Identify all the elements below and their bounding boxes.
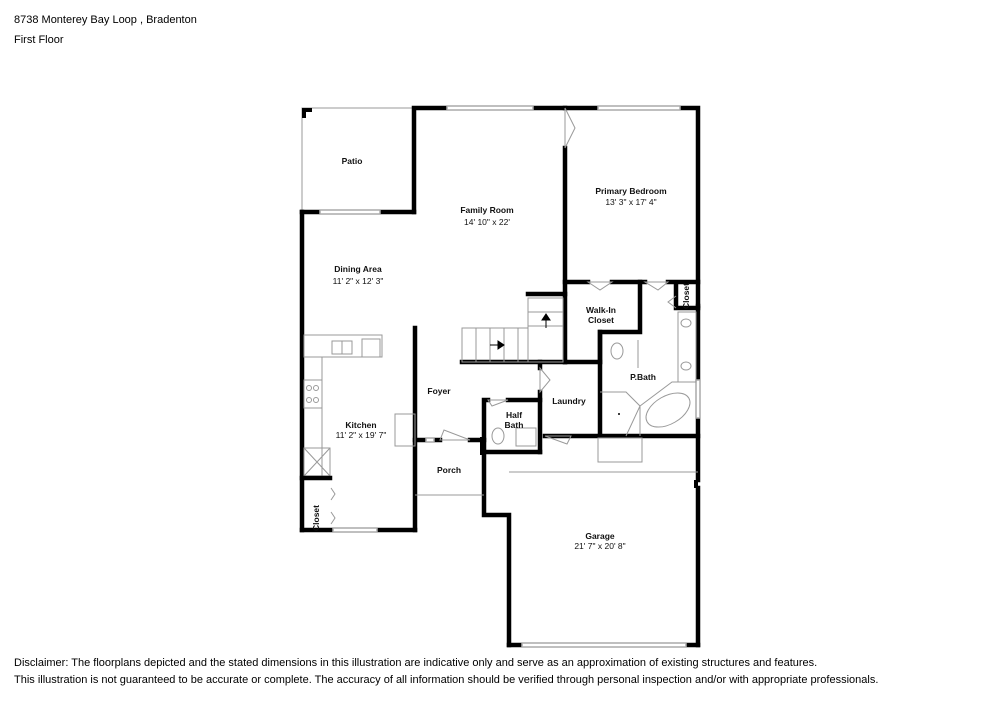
thin-outlines xyxy=(415,471,698,496)
dims-dining-area: 11' 2" x 12' 3" xyxy=(333,276,384,286)
label-p-bath: P.Bath xyxy=(630,372,656,382)
disclaimer-line-1: Disclaimer: The floorplans depicted and … xyxy=(14,657,818,669)
dims-kitchen: 11' 2" x 19' 7" xyxy=(336,430,387,440)
stairs xyxy=(461,297,564,363)
label-foyer: Foyer xyxy=(427,386,451,396)
label-patio: Patio xyxy=(342,156,363,166)
property-address: 8738 Monterey Bay Loop , Bradenton xyxy=(14,14,197,26)
label-kitchen-closet: Closet xyxy=(311,505,321,531)
label-laundry: Laundry xyxy=(552,396,586,406)
label-half-bath-2: Bath xyxy=(505,420,524,430)
label-kitchen: Kitchen xyxy=(345,420,376,430)
dims-primary-bedroom: 13' 3" x 17' 4" xyxy=(605,197,656,207)
disclaimer-line-2: This illustration is not guaranteed to b… xyxy=(14,674,879,686)
doors xyxy=(330,107,677,525)
windows xyxy=(319,105,701,648)
dims-garage: 21' 7" x 20' 8" xyxy=(574,541,625,551)
label-dining-area: Dining Area xyxy=(334,264,382,274)
label-porch: Porch xyxy=(437,465,461,475)
label-walk-in-closet-1: Walk-In xyxy=(586,305,616,315)
room-labels: Patio Family Room 14' 10" x 22' Primary … xyxy=(311,156,691,551)
label-walk-in-closet-2: Closet xyxy=(588,315,614,325)
bath-fixtures xyxy=(491,311,697,463)
dims-family-room: 14' 10" x 22' xyxy=(464,217,510,227)
label-primary-bedroom: Primary Bedroom xyxy=(595,186,667,196)
label-bath-closet: Closet xyxy=(681,283,691,309)
label-family-room: Family Room xyxy=(460,205,514,215)
label-garage: Garage xyxy=(585,531,615,541)
label-half-bath-1: Half xyxy=(506,410,522,420)
floor-label: First Floor xyxy=(14,34,64,46)
kitchen-fixtures xyxy=(299,334,416,481)
